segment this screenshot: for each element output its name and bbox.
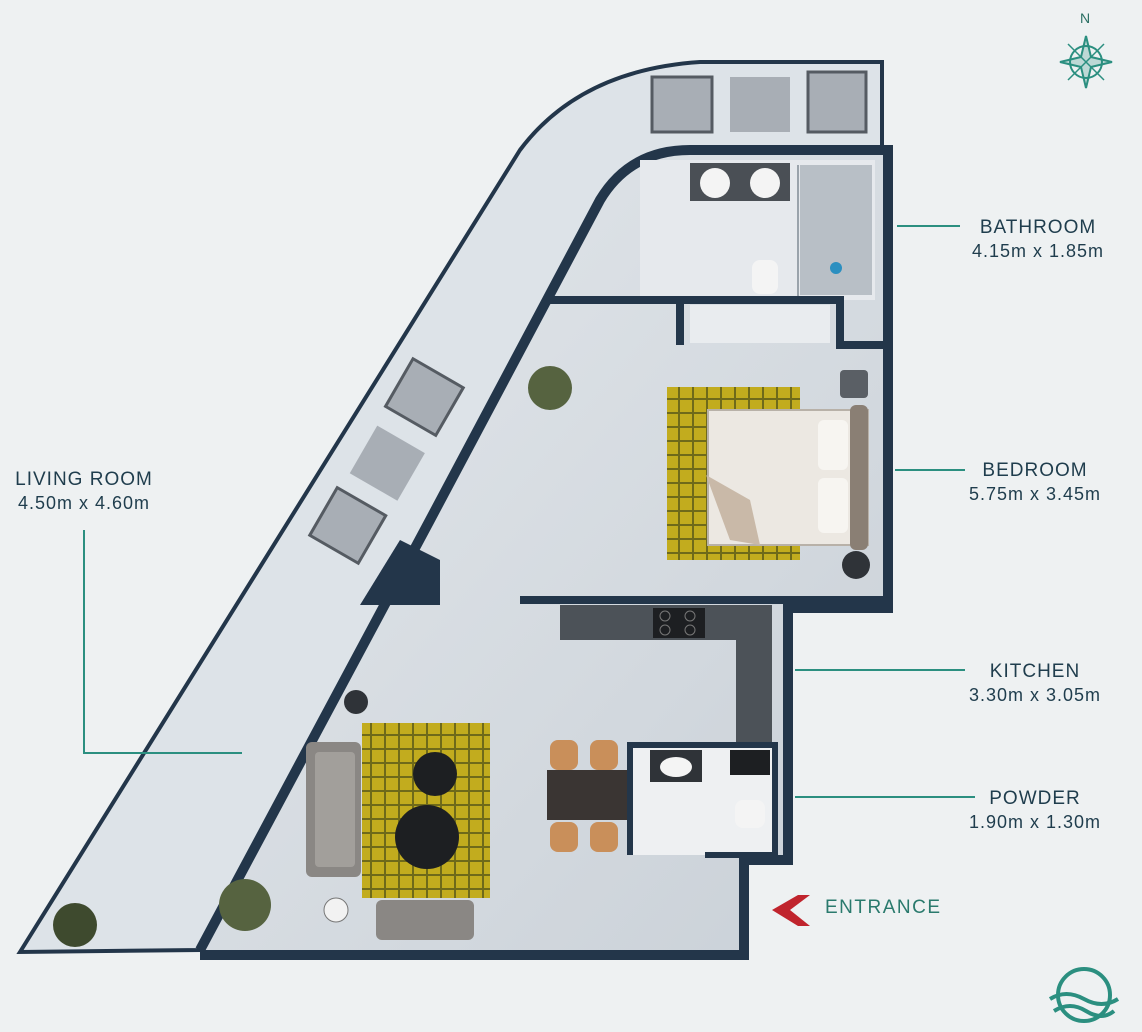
powder-name: POWDER bbox=[989, 788, 1081, 809]
compass-rose-icon bbox=[1059, 35, 1113, 89]
bathroom-size: 4.15m x 1.85m bbox=[971, 240, 1105, 261]
bathroom-name: BATHROOM bbox=[979, 217, 1097, 238]
bedroom-name: BEDROOM bbox=[982, 460, 1088, 481]
brand-logo-icon bbox=[1048, 967, 1120, 1023]
living-room-label: LIVING ROOM 4.50m x 4.60m bbox=[0, 468, 168, 514]
outer-wall bbox=[195, 145, 893, 960]
plant-icon bbox=[53, 366, 572, 947]
shower bbox=[800, 165, 872, 295]
living-room-size: 4.50m x 4.60m bbox=[17, 492, 151, 513]
cooktop bbox=[653, 608, 705, 638]
compass-north-label: N bbox=[1080, 10, 1091, 26]
bedroom-size: 5.75m x 3.45m bbox=[968, 483, 1102, 504]
dining-table bbox=[547, 770, 627, 820]
bedroom-label: BEDROOM 5.75m x 3.45m bbox=[945, 459, 1125, 505]
kitchen-label: KITCHEN 3.30m x 3.05m bbox=[945, 660, 1125, 706]
powder-label: POWDER 1.90m x 1.30m bbox=[945, 787, 1125, 833]
entrance-arrow-icon bbox=[772, 895, 810, 926]
powder-size: 1.90m x 1.30m bbox=[968, 811, 1102, 832]
kitchen-name: KITCHEN bbox=[989, 661, 1081, 682]
lounge-chair bbox=[376, 900, 474, 940]
entrance-label: ENTRANCE bbox=[825, 897, 942, 918]
bathroom-label: BATHROOM 4.15m x 1.85m bbox=[950, 216, 1126, 262]
toilet bbox=[752, 260, 778, 294]
living-room-name: LIVING ROOM bbox=[15, 469, 153, 490]
kitchen-size: 3.30m x 3.05m bbox=[968, 684, 1102, 705]
